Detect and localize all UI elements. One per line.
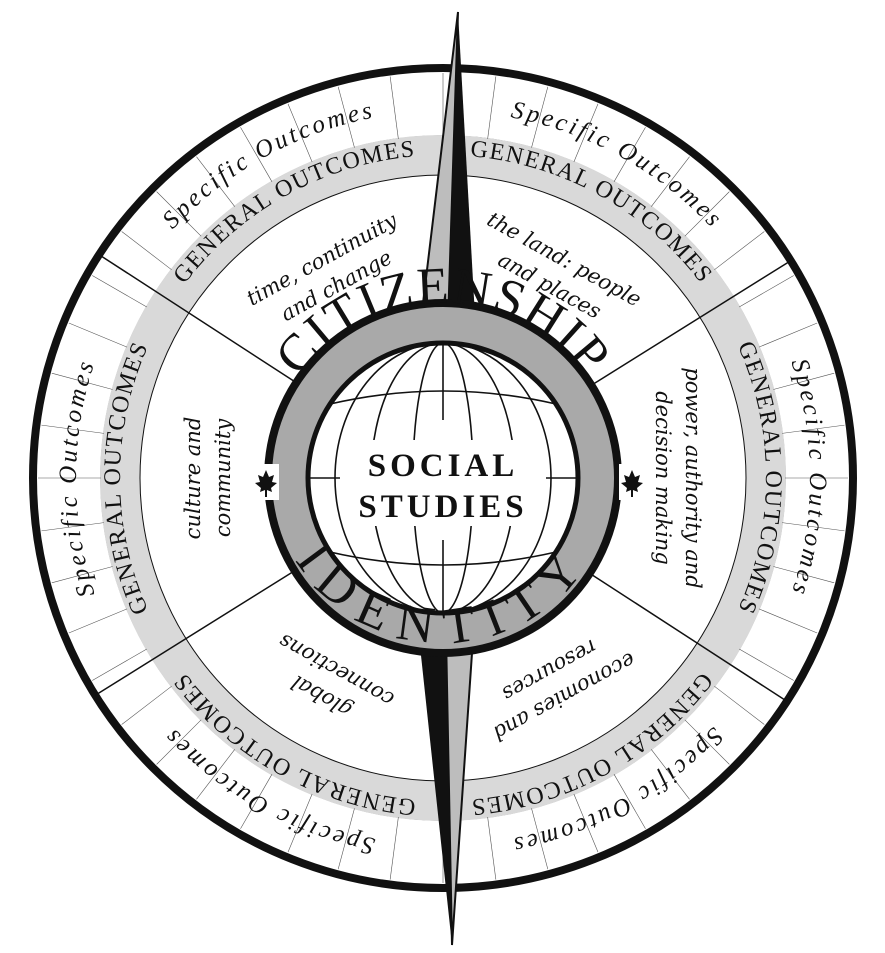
center-title-line2: STUDIES [358,489,527,525]
center-title-line1: SOCIAL [368,448,519,484]
maple-leaf-icon [619,464,645,500]
maple-leaf-icon [253,464,279,500]
